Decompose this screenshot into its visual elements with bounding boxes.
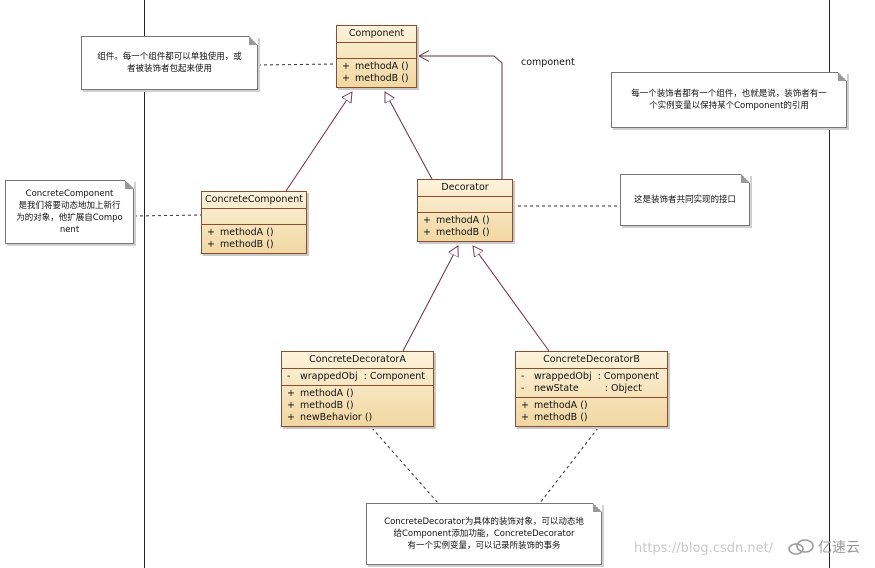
method-row: +methodB ()	[342, 73, 409, 84]
note-link-concretecomponent	[133, 214, 202, 217]
class-name: Component	[337, 26, 416, 43]
watermark-text: https://blog.csdn.net/	[634, 541, 774, 556]
concrete-component-note: ConcreteComponent 是我们将要动态地加上新行 为的对象，他扩展自…	[5, 180, 134, 244]
attributes-section	[202, 209, 306, 225]
association-label: component	[521, 57, 575, 68]
left-boundary-line	[144, 0, 145, 568]
component-class[interactable]: Component +methodA () +methodB ()	[336, 25, 417, 88]
method-row: +methodA ()	[207, 227, 274, 238]
decorator-component-note: 每一个装饰者都有一个组件，也就是说，装饰者有一 个实例变量以保持某个Compon…	[611, 72, 847, 128]
method-row: +methodA ()	[287, 388, 354, 399]
attributes-section	[418, 197, 512, 213]
class-name: ConcreteComponent	[202, 192, 306, 209]
methods-section: +methodA () +methodB ()	[337, 59, 416, 87]
method-row: +newBehavior ()	[287, 412, 373, 423]
inherit-concretecomponent-component	[285, 92, 352, 192]
inherit-decoratora-decorator	[402, 246, 458, 352]
decorator-class[interactable]: Decorator +methodA () +methodB ()	[417, 179, 513, 242]
inherit-decoratorb-decorator	[473, 246, 550, 352]
right-boundary-line	[829, 0, 830, 568]
concrete-component-class[interactable]: ConcreteComponent +methodA () +methodB (…	[201, 191, 307, 254]
attributes-section: -wrappedObj: Component	[282, 369, 433, 386]
method-row: +methodA ()	[423, 215, 490, 226]
attribute-row: -newState: Object	[521, 383, 642, 394]
attribute-row: -wrappedObj: Component	[287, 371, 425, 382]
concrete-decorator-a-class[interactable]: ConcreteDecoratorA -wrappedObj: Componen…	[281, 351, 434, 427]
decorator-interface-note: 这是装饰者共同实现的接口	[620, 174, 750, 226]
concrete-decorator-note: ConcreteDecorator为具体的装饰对象，可以动态地 给Compone…	[366, 503, 602, 565]
brand-logo: 亿速云	[787, 537, 860, 557]
method-row: +methodB ()	[521, 412, 588, 423]
note-link-decoratorb	[539, 427, 599, 504]
method-row: +methodA ()	[521, 400, 588, 411]
methods-section: +methodA () +methodB () +newBehavior ()	[282, 386, 433, 426]
inherit-decorator-component	[385, 92, 433, 180]
method-row: +methodB ()	[423, 227, 490, 238]
class-name: Decorator	[418, 180, 512, 197]
component-note: 组件。每一个组件都可以单独使用，或 者被装饰者包起来使用	[81, 36, 258, 90]
method-row: +methodA ()	[342, 61, 409, 72]
attribute-row: -wrappedObj: Component	[521, 371, 659, 382]
brand-logo-text: 亿速云	[818, 540, 860, 556]
attributes-section: -wrappedObj: Component -newState: Object	[516, 369, 667, 398]
note-link-decoratora	[371, 427, 439, 504]
method-row: +methodB ()	[287, 400, 354, 411]
association-decorator-component	[419, 56, 503, 179]
attributes-section	[337, 43, 416, 59]
method-row: +methodB ()	[207, 239, 274, 250]
class-name: ConcreteDecoratorA	[282, 352, 433, 369]
class-name: ConcreteDecoratorB	[516, 352, 667, 369]
note-link-component	[257, 63, 337, 66]
concrete-decorator-b-class[interactable]: ConcreteDecoratorB -wrappedObj: Componen…	[515, 351, 668, 427]
methods-section: +methodA () +methodB ()	[516, 398, 667, 426]
cloud-logo-icon	[788, 539, 814, 555]
methods-section: +methodA () +methodB ()	[202, 225, 306, 253]
methods-section: +methodA () +methodB ()	[418, 213, 512, 241]
